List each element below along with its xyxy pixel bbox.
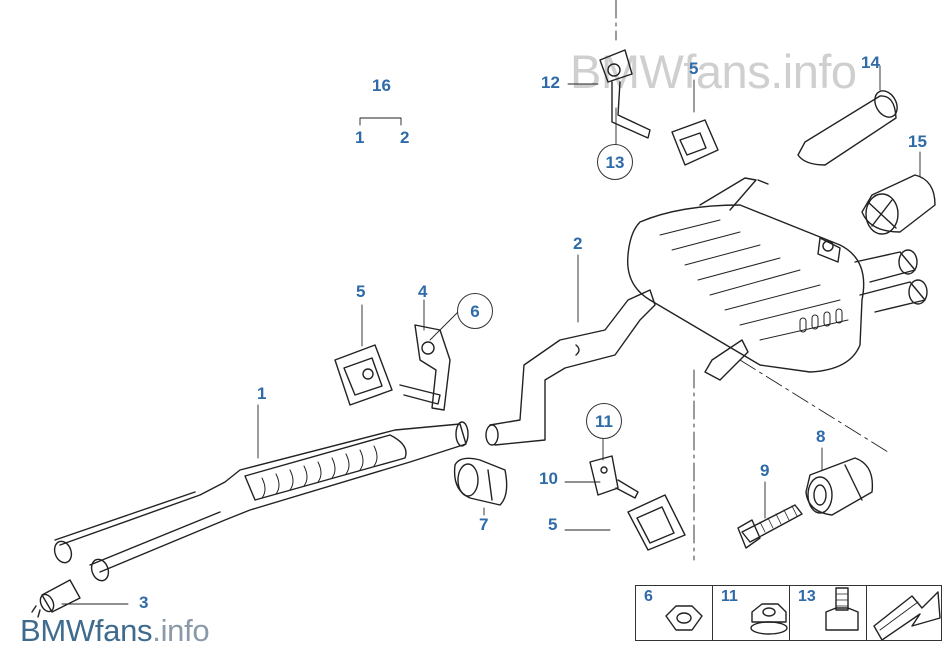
callout-5-top: 5 — [689, 59, 699, 78]
callout-16-sub-2: 2 — [400, 128, 410, 147]
watermark-bottom: BMWfans.info — [20, 613, 210, 649]
part-14-tail-trim — [797, 90, 898, 166]
part-2-intermediate-pipe — [485, 289, 656, 446]
part-10-bracket — [589, 455, 639, 499]
callout-15: 15 — [908, 132, 927, 151]
callout-16: 16 — [372, 76, 391, 95]
legend-bolt-icon — [825, 587, 859, 631]
legend-cell-3: 13 — [790, 586, 867, 640]
watermark-top-tld: .info — [770, 45, 857, 98]
watermark-bottom-tld: .info — [152, 613, 210, 648]
callout-5-bot: 5 — [548, 515, 558, 534]
legend-icons — [665, 587, 941, 641]
leader-6 — [429, 311, 459, 341]
callout-16-sub-1: 1 — [355, 128, 365, 147]
legend-label-3: 13 — [798, 588, 816, 605]
callout-13: 13 — [597, 144, 633, 180]
callout-9: 9 — [760, 461, 770, 480]
part-1-front-pipe — [53, 421, 469, 582]
part-5-mount-top — [671, 119, 719, 166]
leader-lines — [61, 0, 921, 605]
leader-16 — [359, 117, 402, 126]
legend-flange-nut-icon — [750, 603, 788, 635]
legend-nut-icon — [665, 605, 703, 631]
part-4-bracket — [399, 324, 451, 411]
part-5-mount-mid — [334, 344, 393, 406]
callout-6: 6 — [457, 293, 493, 329]
callout-12: 12 — [541, 73, 560, 92]
part-12-hanger — [599, 49, 651, 139]
callout-2: 2 — [573, 234, 583, 253]
part-rear-silencer — [626, 177, 928, 381]
part-3-clamp — [31, 579, 81, 618]
callout-7: 7 — [479, 515, 489, 534]
legend-box: 6 11 13 — [635, 585, 942, 641]
callout-11: 11 — [586, 403, 622, 439]
legend-cell-1: 6 — [636, 586, 713, 640]
part-5-mount-bot — [627, 494, 686, 551]
callout-10: 10 — [539, 469, 558, 488]
watermark-bottom-brand: BMWfans — [20, 613, 153, 648]
part-9-bolt — [737, 504, 803, 549]
part-15-tail-end — [861, 174, 936, 235]
callout-3: 3 — [139, 593, 149, 612]
callout-1: 1 — [257, 384, 267, 403]
legend-label-2: 11 — [721, 588, 738, 605]
legend-arrow-icon — [873, 591, 941, 641]
legend-label-1: 6 — [644, 588, 653, 605]
callout-4: 4 — [418, 282, 428, 301]
legend-cell-2: 11 — [713, 586, 790, 640]
leader-dashdot-right — [739, 359, 889, 453]
callout-14: 14 — [861, 53, 880, 72]
callout-8: 8 — [816, 427, 826, 446]
part-7-clamp — [453, 457, 508, 506]
part-8-sleeve — [805, 457, 874, 516]
callout-5-mid: 5 — [356, 282, 366, 301]
